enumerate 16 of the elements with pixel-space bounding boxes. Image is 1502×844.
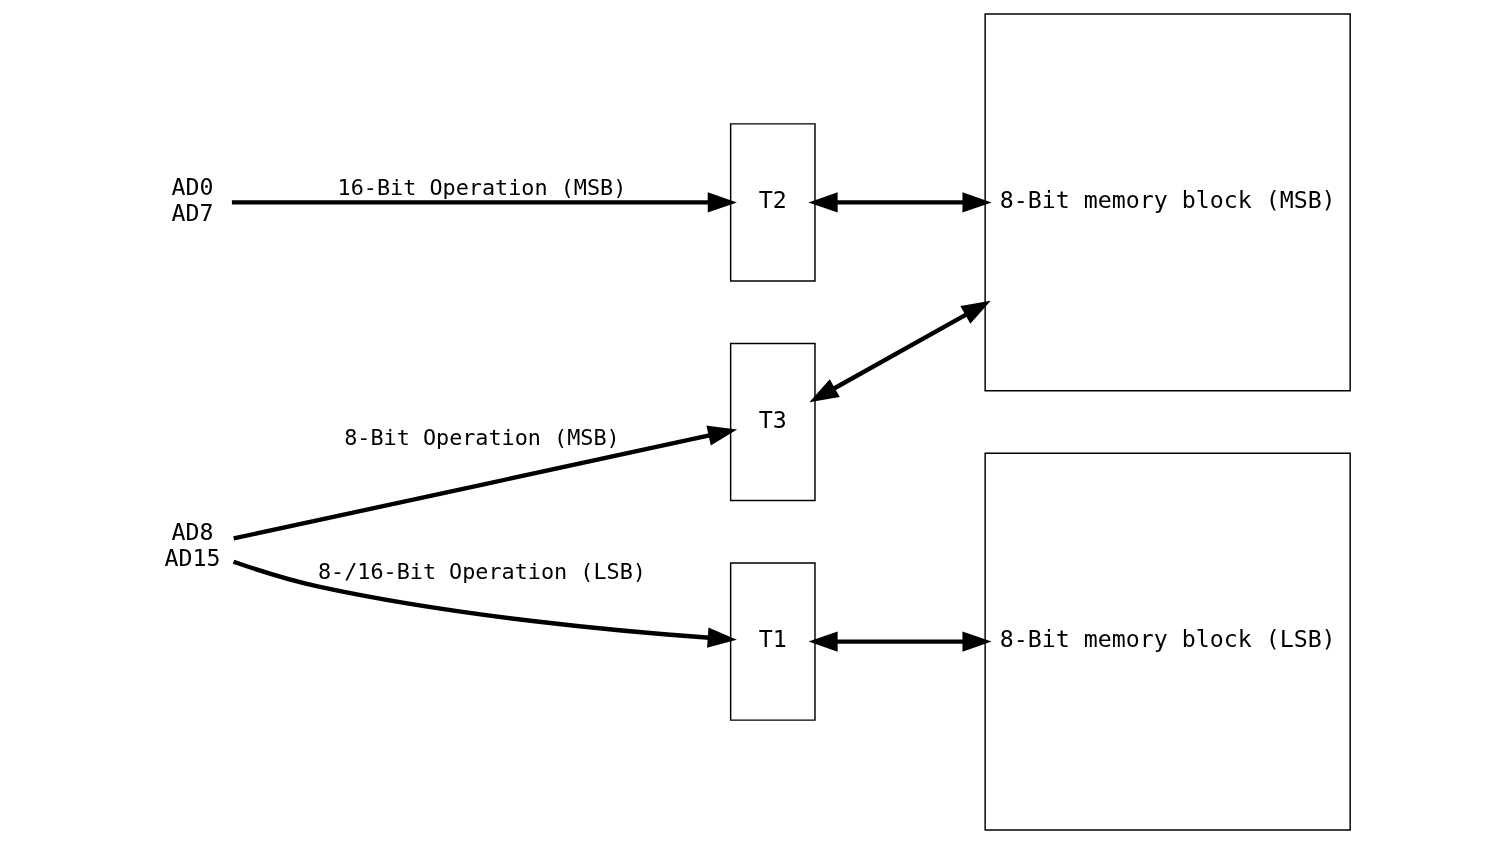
- arrow: [233, 425, 738, 541]
- arrow: [809, 300, 991, 403]
- node-box: T1: [729, 562, 816, 721]
- node-text: AD0 AD7: [171, 172, 214, 227]
- node-box: T3: [729, 342, 816, 502]
- edge-label: 16-Bit Operation (MSB): [337, 175, 627, 201]
- node-box: 8-Bit memory block (LSB): [984, 452, 1351, 831]
- arrow: [808, 631, 992, 652]
- node-box: T2: [729, 123, 816, 282]
- arrow: [232, 559, 737, 648]
- node-box: 8-Bit memory block (MSB): [984, 13, 1351, 392]
- arrow: [808, 192, 992, 213]
- edge-label: 8-Bit Operation (MSB): [344, 425, 620, 451]
- node-text: AD8 AD15: [164, 517, 221, 571]
- arrow: [231, 192, 737, 213]
- edge-label: 8-/16-Bit Operation (LSB): [317, 559, 646, 585]
